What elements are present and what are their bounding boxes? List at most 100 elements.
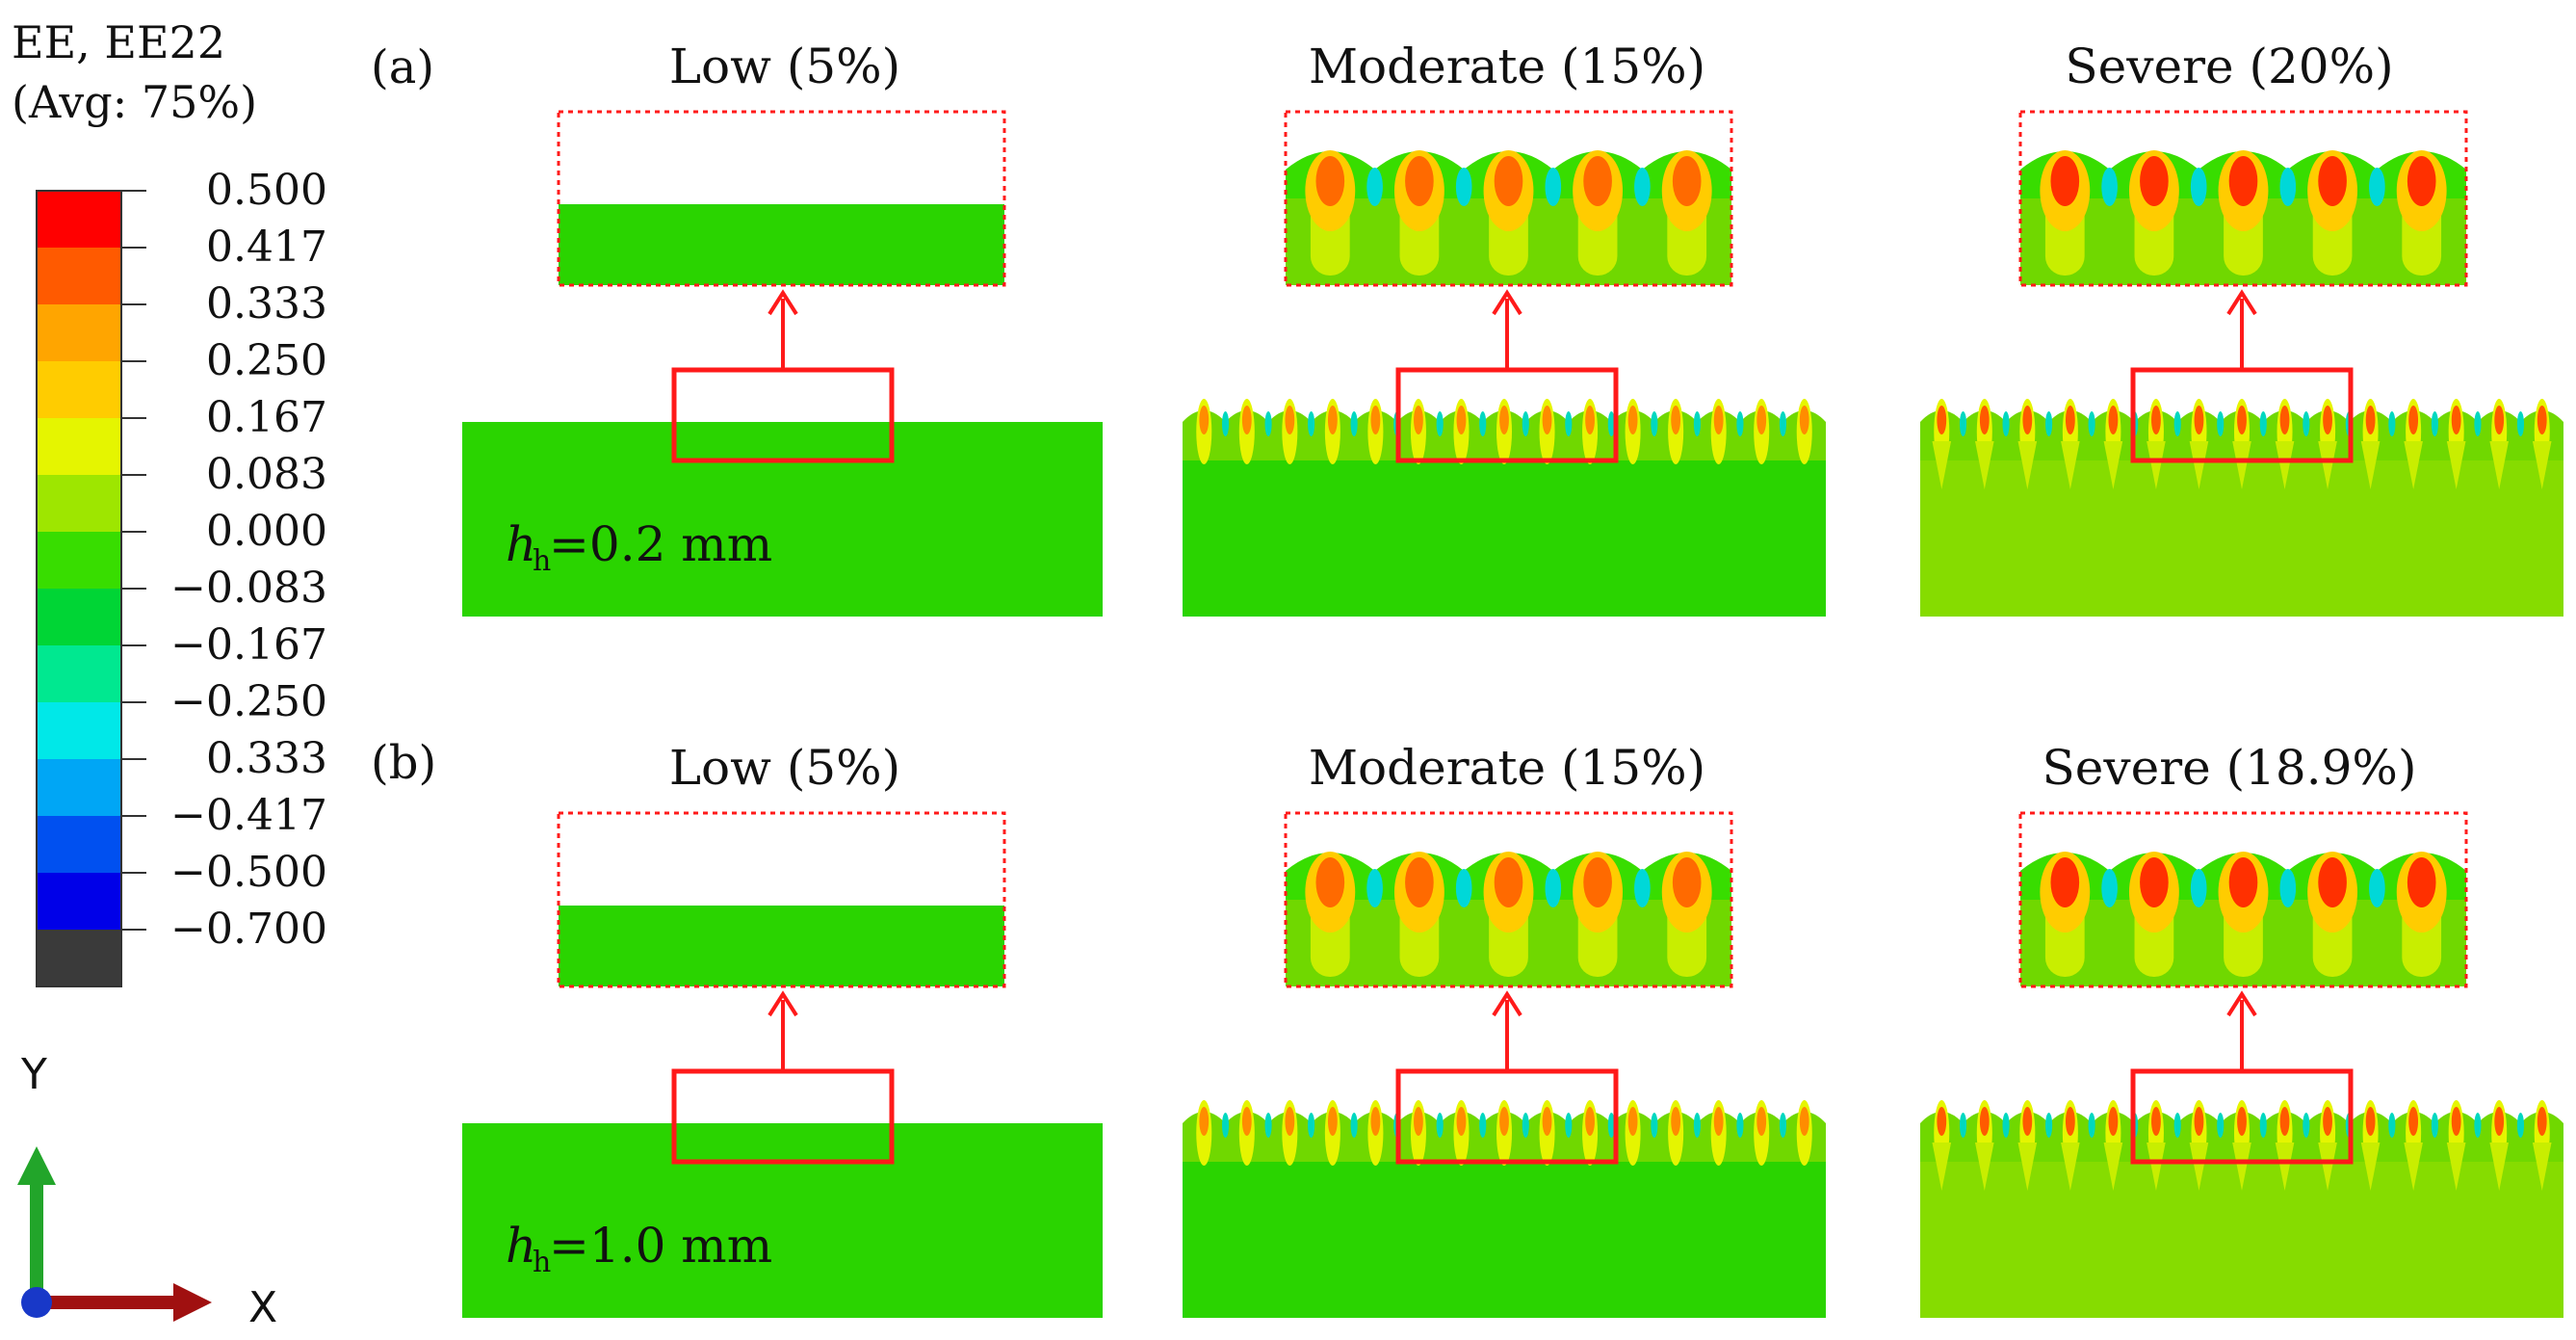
zoom-arrow-head: [2226, 990, 2257, 1017]
panel-title: Low (5%): [669, 39, 900, 94]
legend-label: 0.000: [206, 507, 327, 556]
strain-trough: [1264, 411, 1272, 436]
x-arrow-shaft: [37, 1296, 181, 1309]
y-arrow-head: [17, 1146, 56, 1185]
thickness-label: hh=0.2 mm: [506, 516, 772, 578]
strain-hotspot: [2408, 406, 2419, 434]
legend-label: 0.250: [206, 336, 327, 385]
legend-swatch: [37, 645, 121, 702]
zoom-hotspot: [2318, 156, 2347, 206]
panel-title: Severe (18.9%): [2043, 740, 2417, 796]
thickness-value: =1.0 mm: [549, 1218, 772, 1274]
panel-title: Low (5%): [669, 740, 900, 796]
strain-hotspot: [2151, 1107, 2161, 1136]
field-body: [462, 1123, 1103, 1318]
thickness-subscript: h: [533, 544, 551, 578]
zoom-hotspot: [2228, 156, 2258, 206]
strain-hotspot: [1542, 1107, 1552, 1136]
strain-hotspot: [1414, 406, 1423, 434]
strain-trough: [2303, 411, 2310, 436]
legend-swatch: [37, 589, 121, 645]
zoom-inset-frame: [2018, 110, 2468, 287]
strain-trough: [1350, 411, 1358, 436]
y-axis-label: Y: [20, 1050, 47, 1099]
strain-hotspot: [2108, 406, 2119, 434]
strain-trough: [1479, 1113, 1487, 1138]
strain-trough: [2088, 1113, 2095, 1138]
strain-trough: [2516, 1113, 2525, 1138]
strain-trough: [1221, 411, 1230, 436]
zoom-arrow-head: [768, 990, 798, 1017]
strain-hotspot: [1241, 406, 1252, 434]
strain-hotspot: [2323, 1107, 2332, 1136]
legend-swatch: [37, 248, 121, 304]
strain-hotspot: [1327, 1107, 1338, 1136]
strain-hotspot: [1499, 1107, 1509, 1136]
zoom-trough: [1634, 869, 1651, 907]
strain-trough: [2088, 411, 2095, 436]
strain-hotspot: [2065, 1107, 2075, 1136]
strain-wedge: [2147, 441, 2166, 489]
panel-grid: Low (5%)Moderate (15%)Severe (20%)hh=0.2…: [462, 39, 2563, 1318]
strain-trough: [1651, 411, 1658, 436]
strain-hotspot: [2494, 406, 2505, 434]
strain-hotspot: [1979, 1107, 1990, 1136]
strain-hotspot: [1937, 1107, 1947, 1136]
strain-wedge: [2489, 1143, 2509, 1191]
strain-trough: [1607, 411, 1615, 436]
zoom-field: [559, 906, 1004, 986]
zoom-inset-frame: [2018, 811, 2468, 988]
strain-trough: [2431, 411, 2438, 436]
strain-hotspot: [2279, 406, 2290, 434]
strain-trough: [2173, 411, 2181, 436]
legend-label: 0.083: [206, 450, 327, 499]
strain-trough: [1308, 1113, 1315, 1138]
strain-wedge: [2061, 1143, 2080, 1191]
zoom-hotspot: [2318, 857, 2347, 907]
strain-wedge: [2489, 441, 2509, 489]
strain-wedge: [2532, 441, 2552, 489]
strain-wedge: [2318, 1143, 2337, 1191]
strain-wedge: [2103, 1143, 2123, 1191]
strain-trough: [1959, 411, 1967, 436]
coordinate-triad: Y X: [17, 1050, 277, 1332]
strain-wedge: [2275, 441, 2295, 489]
strain-hotspot: [2151, 406, 2161, 434]
strain-hotspot: [1241, 1107, 1252, 1136]
strain-trough: [1693, 1113, 1701, 1138]
legend-label: −0.083: [170, 564, 327, 613]
panel-title: Moderate (15%): [1309, 39, 1705, 94]
thickness-label: hh=1.0 mm: [506, 1218, 772, 1279]
strain-hotspot: [1671, 406, 1681, 434]
zoom-inset-frame: [1284, 811, 1733, 988]
strain-trough: [2173, 1113, 2181, 1138]
legend-label: 0.417: [206, 223, 327, 272]
legend-swatch: [37, 304, 121, 361]
zoom-hotspot: [1672, 857, 1702, 907]
strain-hotspot: [1370, 1107, 1381, 1136]
strain-trough: [1350, 1113, 1358, 1138]
strain-trough: [1479, 411, 1487, 436]
zoom-field: [559, 204, 1004, 285]
x-axis-label: X: [248, 1283, 277, 1332]
legend-label: 0.333: [206, 279, 327, 328]
zoom-trough: [1455, 168, 1472, 206]
strain-hotspot: [1627, 1107, 1638, 1136]
strain-hotspot: [1456, 1107, 1467, 1136]
zoom-hotspot: [1583, 156, 1612, 206]
strain-wedge: [2404, 1143, 2423, 1191]
zoom-hotspot: [1315, 857, 1345, 907]
strain-wedge: [2275, 1143, 2295, 1191]
legend-swatch: [37, 361, 121, 418]
legend-swatch: [37, 475, 121, 532]
legend-labels: 0.5000.4170.3330.2500.1670.0830.000−0.08…: [121, 166, 327, 954]
panel: Low (5%): [462, 39, 1103, 617]
strain-wedge: [1932, 441, 1952, 489]
zoom-arrow-head: [1492, 990, 1522, 1017]
row-a-label: (a): [371, 40, 434, 94]
zoom-trough: [2369, 168, 2385, 206]
strain-hotspot: [2022, 1107, 2033, 1136]
strain-wedge: [2147, 1143, 2166, 1191]
strain-wedge: [2103, 441, 2123, 489]
